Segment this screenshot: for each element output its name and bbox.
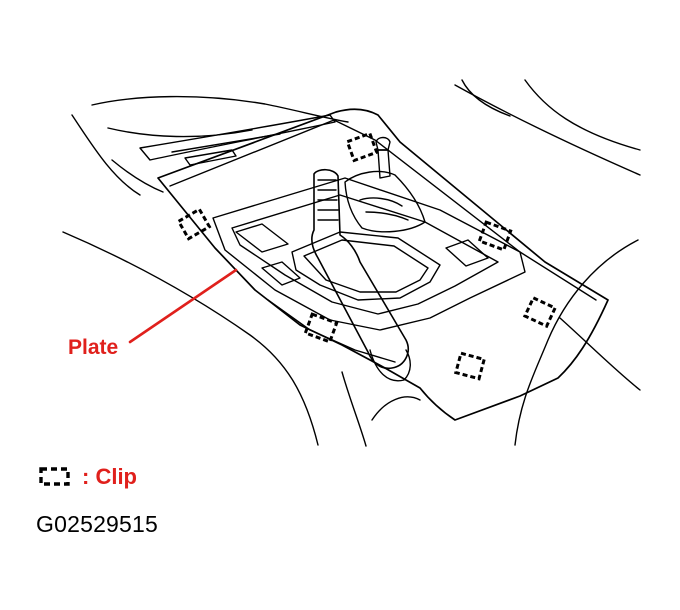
- brake-handle-grip: [317, 179, 339, 221]
- shift-boot-fold: [359, 197, 403, 207]
- right-upper-contour-3: [524, 79, 641, 151]
- brake-handle: [311, 168, 409, 370]
- console-left-inner: [111, 159, 164, 193]
- center-gate-inner: [303, 239, 429, 293]
- shift-lever-shaft: [377, 149, 391, 179]
- console-left-side: [62, 231, 319, 446]
- lower-center-contour-2: [371, 396, 421, 421]
- plate-front-bevel: [267, 299, 396, 363]
- legend-clip-text: : Clip: [82, 464, 137, 489]
- figure-code: G02529515: [36, 511, 159, 537]
- right-upper-contour: [454, 84, 641, 176]
- line-art: [62, 79, 641, 447]
- center-gate: [291, 231, 441, 301]
- plate-outline: [157, 108, 609, 421]
- shift-frame-inner: [231, 194, 499, 315]
- lower-center-contour: [341, 371, 367, 447]
- upper-tray: [139, 114, 336, 161]
- shift-boot-fold-2: [365, 211, 409, 221]
- legend: : Clip: [38, 462, 137, 492]
- switch-left-upper: [235, 223, 289, 253]
- clip-markers: [176, 131, 558, 381]
- clip-marker-icon: [477, 220, 513, 252]
- clip-marker-icon: [345, 131, 379, 163]
- shift-frame-outer: [212, 177, 526, 331]
- callout-leader-line: [128, 268, 238, 344]
- right-upper-contour-2: [461, 79, 511, 117]
- switch-right: [445, 239, 489, 267]
- clip-marker-icon: [176, 207, 212, 241]
- dash-contour-center: [107, 127, 253, 138]
- upper-tray-inner: [171, 133, 281, 153]
- right-seat-contour: [514, 239, 639, 446]
- brake-handle-base: [369, 349, 411, 382]
- clip-marker-icon: [303, 312, 339, 344]
- right-seat-contour-2: [559, 317, 641, 391]
- switch-left-lower: [261, 261, 301, 286]
- shift-lever-top: [375, 136, 391, 151]
- shift-boot: [344, 170, 426, 233]
- plate-inner-edge: [169, 119, 597, 301]
- dash-contour-left: [71, 114, 141, 196]
- clip-symbol-icon: [39, 467, 70, 486]
- clip-marker-icon: [522, 295, 558, 329]
- upper-tray-slot: [184, 149, 237, 166]
- callout-plate-label: Plate: [68, 336, 118, 359]
- clip-marker-icon: [453, 351, 487, 381]
